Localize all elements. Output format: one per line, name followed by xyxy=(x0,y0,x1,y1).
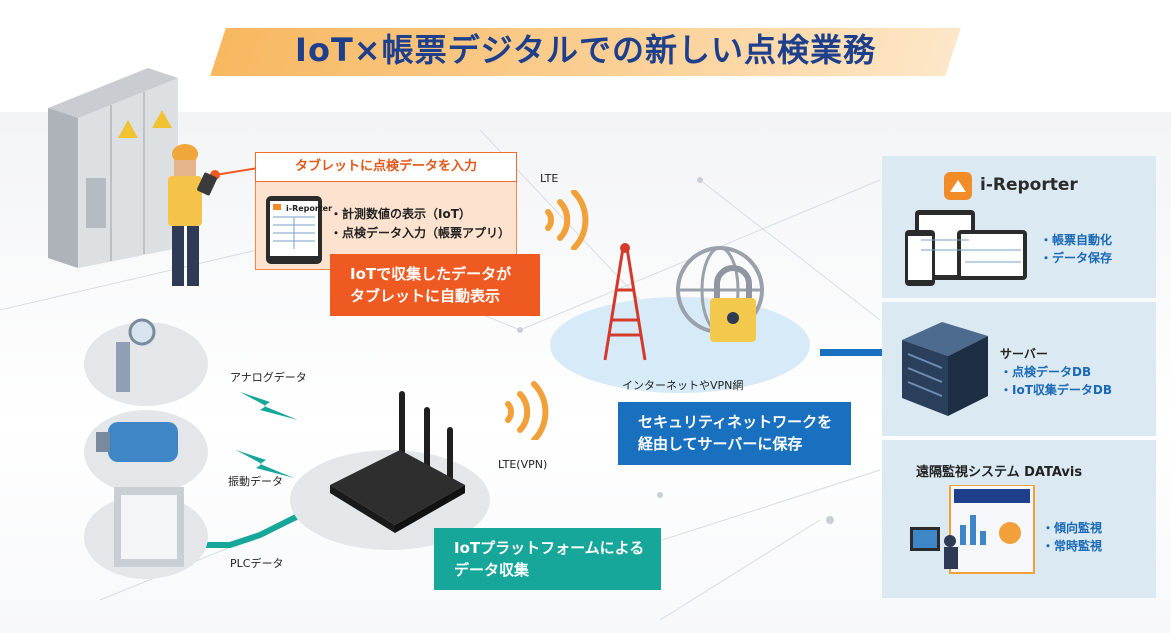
vibration-data-label: 振動データ xyxy=(228,475,283,488)
server-icon xyxy=(902,322,988,416)
server-title: サーバー xyxy=(1000,347,1048,361)
internet-vpn-label: インターネットやVPN網 xyxy=(622,379,744,392)
tablet-bullet-2: ・点検データ入力（帳票アプリ） xyxy=(330,226,511,240)
security-line-1: セキュリティネットワークを xyxy=(638,413,833,431)
tablet-app-logo-text: i-Reporter xyxy=(286,204,333,213)
tablet-panel-heading: タブレットに点検データを入力 xyxy=(255,152,517,182)
ireporter-devices-illustration xyxy=(905,210,1027,286)
iot-display-line-2: タブレットに自動表示 xyxy=(350,287,501,305)
security-network-callout: セキュリティネットワークを 経由してサーバーに保存 xyxy=(618,402,851,465)
iot-display-callout: IoTで収集したデータが タブレットに自動表示 xyxy=(330,254,540,316)
platform-line-2: データ収集 xyxy=(454,561,530,579)
server-bullet-2: ・IoT収集データDB xyxy=(1000,383,1113,397)
datavis-bullet-2: ・常時監視 xyxy=(1042,539,1103,553)
plc-data-label: PLCデータ xyxy=(230,557,284,570)
ireporter-bullet-1: ・帳票自動化 xyxy=(1040,233,1113,247)
iot-platform-callout: IoTプラットフォームによる データ収集 xyxy=(434,528,661,590)
security-line-2: 経由してサーバーに保存 xyxy=(638,435,803,453)
datavis-monitoring-illustration xyxy=(910,485,1035,574)
worker-illustration xyxy=(168,144,217,286)
vibration-signal-bolt-icon xyxy=(236,450,294,478)
lte-label: LTE xyxy=(540,172,559,185)
ireporter-bullet-2: ・データ保存 xyxy=(1040,251,1113,265)
iot-display-line-1: IoTで収集したデータが xyxy=(350,265,512,283)
lte-signal-icon xyxy=(545,190,589,250)
analog-data-label: アナログデータ xyxy=(230,371,307,384)
lte-vpn-label: LTE(VPN) xyxy=(498,458,548,471)
platform-line-1: IoTプラットフォームによる xyxy=(454,539,645,557)
ireporter-logo-icon xyxy=(944,172,972,200)
analog-signal-bolt-icon xyxy=(240,392,298,420)
datavis-bullet-1: ・傾向監視 xyxy=(1042,521,1103,535)
server-bullet-1: ・点検データDB xyxy=(1000,365,1092,379)
internet-vpn-illustration xyxy=(550,243,810,393)
lte-vpn-signal-icon xyxy=(505,381,549,440)
page-title: IoT×帳票デジタルでの新しい点検業務 xyxy=(295,31,876,69)
tablet-bullet-1: ・計測数値の表示（IoT） xyxy=(330,207,471,221)
sensor-devices-illustration xyxy=(84,318,208,579)
ireporter-name: i-Reporter xyxy=(980,175,1078,195)
electrical-cabinet-illustration xyxy=(48,68,178,268)
iot-gateway-router-illustration xyxy=(290,391,490,550)
datavis-title: 遠隔監視システム DATAvis xyxy=(916,465,1083,480)
tablet-icon xyxy=(266,196,322,264)
